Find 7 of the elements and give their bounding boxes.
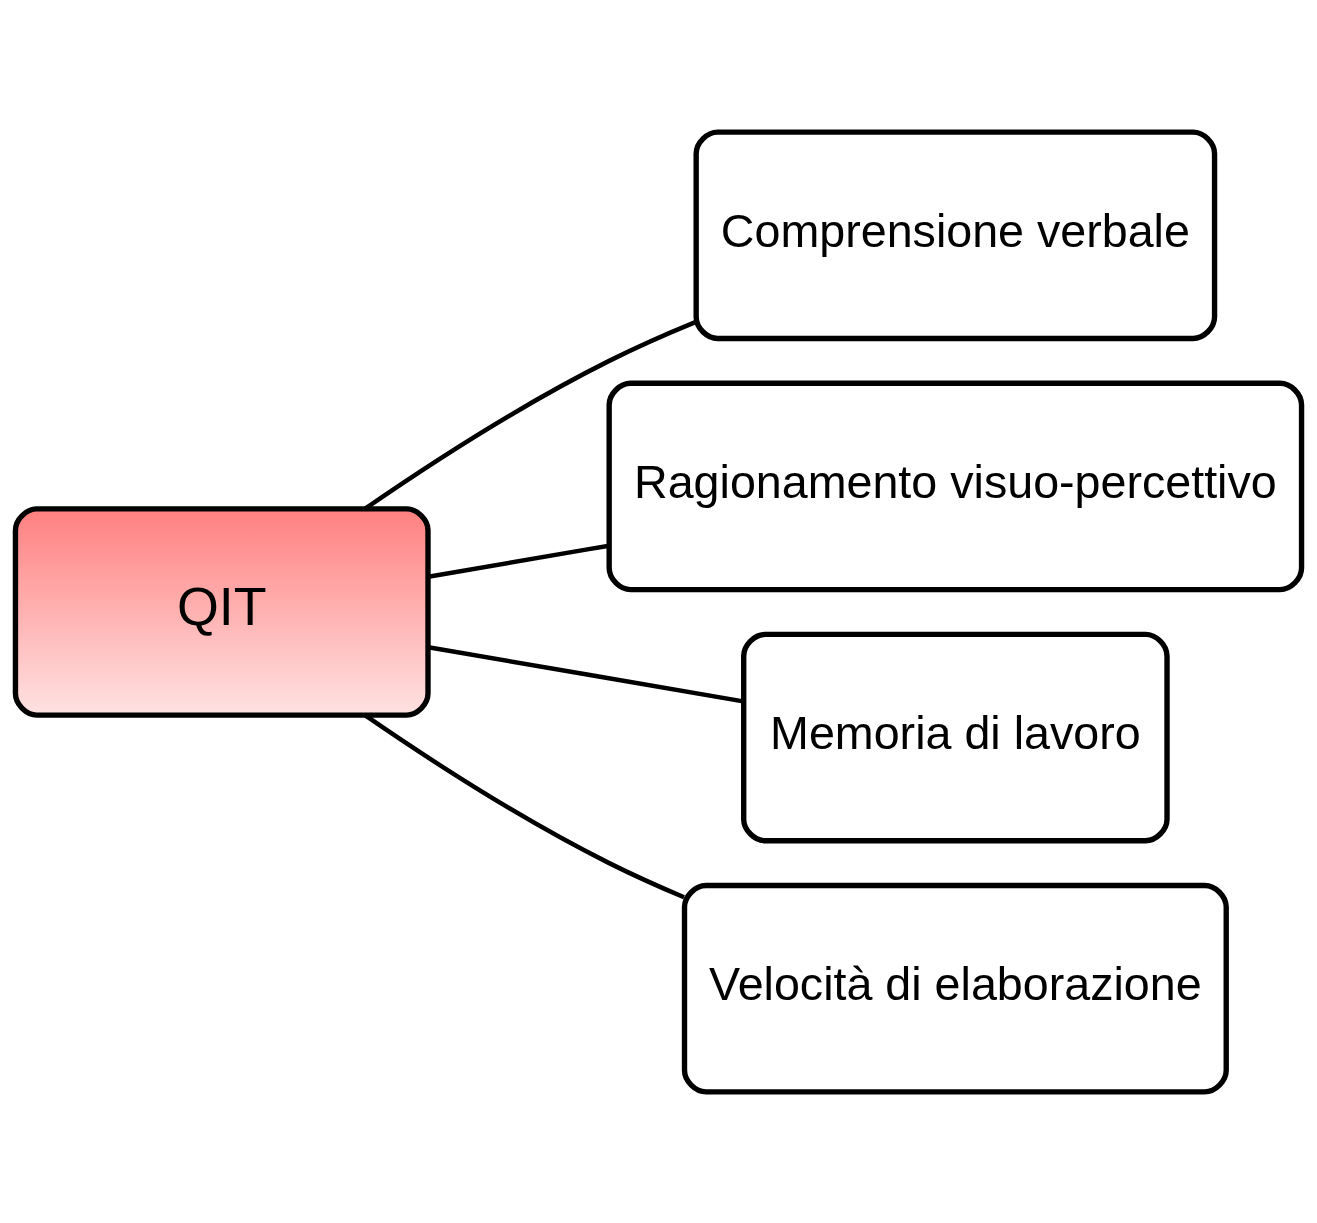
connector bbox=[427, 644, 744, 704]
node-box: Ragionamento visuo-percettivo bbox=[606, 380, 1305, 592]
connector bbox=[427, 542, 610, 579]
node-box: QIT bbox=[12, 505, 431, 718]
node-box: Memoria di lavoro bbox=[741, 631, 1170, 843]
node-box: Velocità di elaborazione bbox=[681, 882, 1229, 1094]
node-box: Comprensione verbale bbox=[693, 129, 1218, 341]
